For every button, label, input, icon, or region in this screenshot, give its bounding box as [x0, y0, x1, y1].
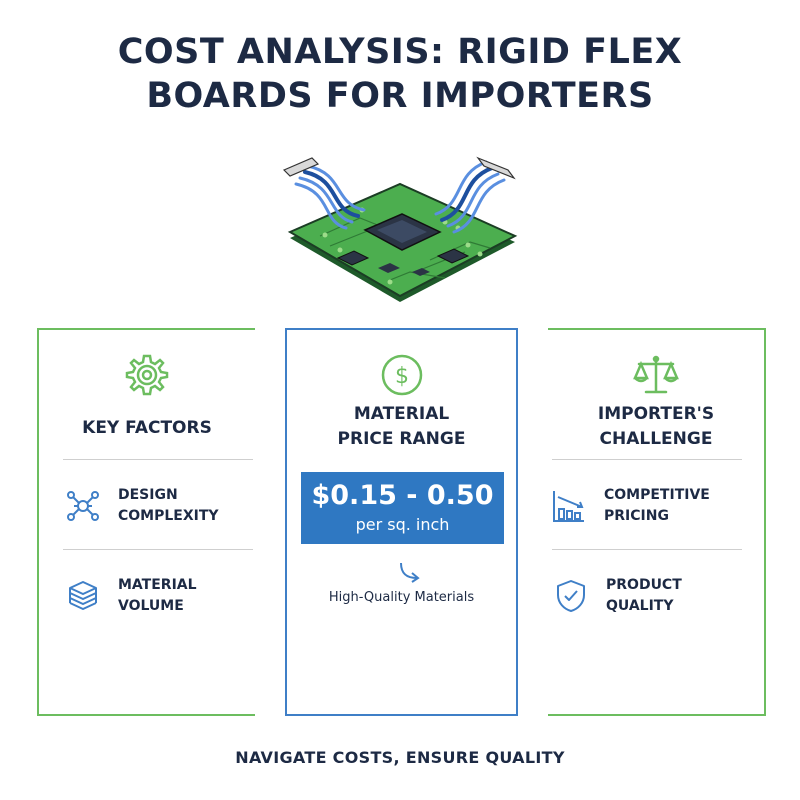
challenge-heading: IMPORTER'S CHALLENGE	[548, 402, 764, 452]
price-range-heading-line2: PRICE RANGE	[337, 429, 466, 449]
svg-text:$: $	[395, 364, 409, 389]
divider	[552, 459, 742, 460]
quality-note: High-Quality Materials	[328, 590, 475, 605]
key-factors-heading: KEY FACTORS	[82, 418, 212, 438]
balance-scale-icon	[633, 355, 679, 394]
curved-arrow-icon	[400, 562, 420, 583]
list-item: COMPETITIVE PRICING	[552, 485, 710, 527]
material-volume-line1: MATERIAL	[118, 577, 197, 593]
list-item: PRODUCT QUALITY	[554, 575, 682, 617]
title-line-1: COST ANALYSIS: RIGID FLEX	[117, 32, 683, 72]
layers-stack-icon	[69, 581, 97, 610]
shield-check-icon	[557, 580, 585, 612]
challenge-heading-line2: CHALLENGE	[599, 429, 713, 449]
footer-tagline: NAVIGATE COSTS, ENSURE QUALITY	[235, 748, 565, 767]
page-title: COST ANALYSIS: RIGID FLEX BOARDS FOR IMP…	[0, 30, 800, 118]
dollar-circle-icon: $	[381, 354, 422, 396]
gear-icon	[125, 354, 169, 396]
price-range-heading: MATERIAL PRICE RANGE	[287, 402, 516, 452]
declining-bar-chart-icon	[553, 491, 584, 522]
importer-challenge-card: IMPORTER'S CHALLENGE COMPETITIVE PRICING	[548, 328, 766, 716]
divider	[63, 459, 253, 460]
key-factors-card: KEY FACTORS DESIGN COMPLEXITY	[37, 328, 255, 716]
product-quality-line1: PRODUCT	[606, 577, 682, 593]
price-value: $0.15 - 0.50	[311, 480, 494, 511]
design-complexity-line1: DESIGN	[118, 487, 178, 503]
price-unit: per sq. inch	[355, 515, 450, 534]
competitive-pricing-line1: COMPETITIVE	[604, 487, 710, 503]
list-item: MATERIAL VOLUME	[66, 575, 197, 617]
rigid-flex-pcb-illustration	[282, 156, 518, 302]
divider	[552, 549, 742, 550]
design-complexity-line2: COMPLEXITY	[118, 508, 219, 524]
title-line-2: BOARDS FOR IMPORTERS	[146, 76, 654, 116]
price-range-heading-line1: MATERIAL	[353, 404, 450, 424]
challenge-heading-line1: IMPORTER'S	[597, 404, 715, 424]
price-box: $0.15 - 0.50 per sq. inch	[301, 472, 504, 544]
material-volume-line2: VOLUME	[118, 598, 184, 614]
network-nodes-icon	[67, 491, 99, 521]
price-range-card: $ MATERIAL PRICE RANGE $0.15 - 0.50 per …	[285, 328, 518, 716]
competitive-pricing-line2: PRICING	[604, 508, 669, 524]
list-item: DESIGN COMPLEXITY	[66, 485, 219, 527]
product-quality-line2: QUALITY	[606, 598, 674, 614]
divider	[63, 549, 253, 550]
